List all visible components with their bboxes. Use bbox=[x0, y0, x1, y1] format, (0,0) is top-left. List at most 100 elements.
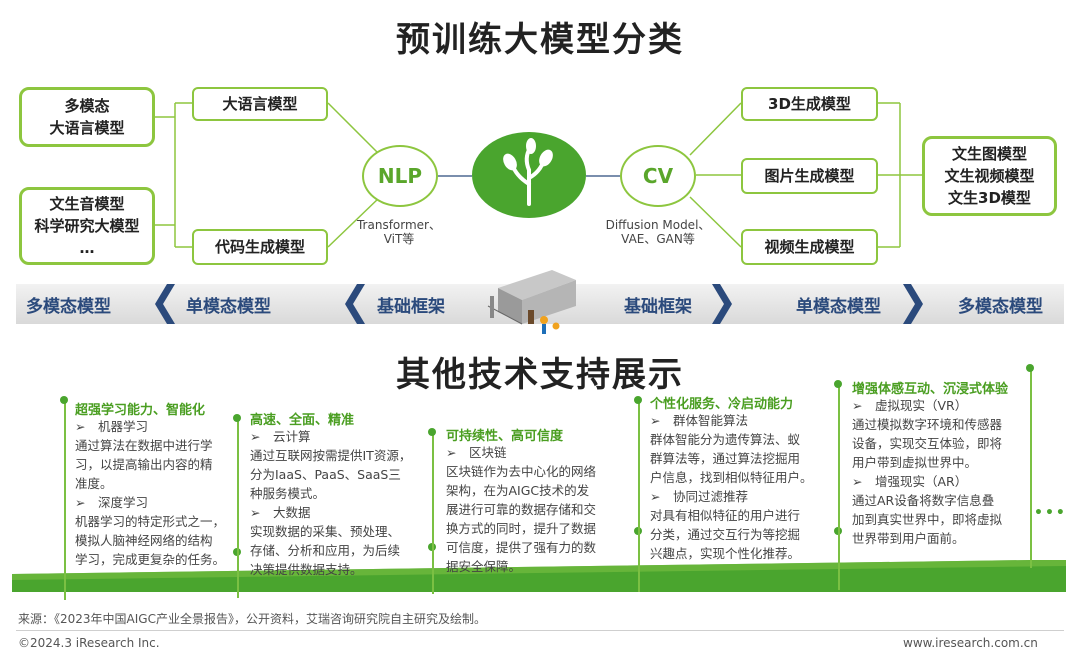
video-gen-box: 视频生成模型 bbox=[741, 229, 878, 265]
multimodal-llm-box: 多模态大语言模型 bbox=[19, 87, 155, 147]
chevron-right-icon bbox=[712, 284, 732, 324]
vr-ar-column-title: 增强体感互动、沉浸式体验 bbox=[852, 382, 1009, 397]
blockchain-column-title: 可持续性、高可信度 bbox=[446, 429, 564, 444]
text-line: 区块链作为去中心化的网络 bbox=[446, 464, 597, 479]
copyright: ©2024.3 iResearch Inc. bbox=[18, 636, 160, 650]
text-to-video-line: 文生视频模型 bbox=[944, 167, 1035, 185]
text-to-audio-science-box: 文生音模型科学研究大模型 … bbox=[19, 187, 155, 265]
text-line: 分为IaaS、PaaS、SaaS三 bbox=[250, 467, 401, 482]
website-link[interactable]: www.iresearch.com.cn bbox=[903, 636, 1038, 650]
text-line: 决策提供数据支持。 bbox=[250, 562, 363, 577]
text-line: 据安全保障。 bbox=[446, 559, 522, 574]
text-line: 准度。 bbox=[75, 476, 113, 491]
code-gen-box: 代码生成模型 bbox=[192, 229, 328, 265]
stage-dot bbox=[428, 428, 436, 436]
text-to-3d-line: 文生3D模型 bbox=[948, 189, 1031, 207]
stage-dot bbox=[1026, 364, 1034, 372]
text-line: ➢ 增强现实（AR） bbox=[852, 474, 968, 489]
band-left-single: 单模态模型 bbox=[186, 297, 271, 317]
cloud-column-text: ➢ 云计算 通过互联网按需提供IT资源， 分为IaaS、PaaS、SaaS三 种… bbox=[250, 427, 428, 579]
green-ground bbox=[12, 560, 1066, 592]
cv-note-line1: Diffusion Model、 bbox=[605, 218, 711, 232]
bottom-title: 其他技术支持展示 bbox=[396, 355, 684, 395]
text-line: 群体智能分为遗传算法、蚁 bbox=[650, 432, 801, 447]
text-line: 学习，完成更复杂的任务。 bbox=[75, 552, 226, 567]
connector-lines bbox=[155, 102, 922, 248]
text-line: ➢ 协同过滤推荐 bbox=[650, 489, 748, 504]
stage-dot bbox=[834, 380, 842, 388]
stage-line bbox=[638, 400, 640, 592]
text-line: 机器学习的特定形式之一， bbox=[75, 514, 226, 529]
text-to-image-line: 文生图模型 bbox=[951, 145, 1027, 163]
nlp-note-line2: ViT等 bbox=[383, 232, 415, 246]
chevron-left-icon bbox=[345, 284, 365, 324]
science-model-line: 科学研究大模型 bbox=[34, 217, 140, 235]
diagram-title: 预训练大模型分类 bbox=[396, 20, 684, 60]
text-line: 可信度，提供了强有力的数 bbox=[446, 540, 597, 555]
band-left-multimodal: 多模态模型 bbox=[26, 297, 111, 317]
source-note: 来源：《2023年中国AIGC产业全景报告》，公开资料，艾瑞咨询研究院自主研究及… bbox=[18, 612, 486, 626]
text-line: 兴趣点，实现个性化推荐。 bbox=[650, 546, 801, 561]
nlp-circle: NLP bbox=[362, 145, 438, 207]
cv-circle: CV bbox=[620, 145, 696, 207]
stage-dot bbox=[60, 396, 68, 404]
band-right-foundation: 基础框架 bbox=[624, 297, 692, 317]
text-line: 存储、分析和应用，为后续 bbox=[250, 543, 401, 558]
image-gen-box: 图片生成模型 bbox=[741, 158, 878, 194]
band-right-single: 单模态模型 bbox=[796, 297, 881, 317]
text-line: ➢ 群体智能算法 bbox=[650, 413, 748, 428]
text-line: ➢ 云计算 bbox=[250, 429, 311, 444]
chevron-right-icon bbox=[903, 284, 923, 324]
footer-divider bbox=[16, 630, 1064, 631]
text-line: 加到真实世界中，即将虚拟 bbox=[852, 512, 1003, 527]
multimodal-llm-line1: 多模态 bbox=[64, 97, 110, 115]
recommendation-column-text: ➢ 群体智能算法 群体智能分为遗传算法、蚁 群算法等，通过算法挖掘用 户信息，找… bbox=[650, 411, 828, 563]
ellipsis-line: … bbox=[79, 239, 95, 257]
cloud-column-title: 高速、全面、精准 bbox=[250, 413, 355, 428]
text-line: ➢ 虚拟现实（VR） bbox=[852, 398, 968, 413]
text-line: ➢ 机器学习 bbox=[75, 419, 148, 434]
ml-column-text: ➢ 机器学习 通过算法在数据中进行学 习，以提高输出内容的精 准度。 ➢ 深度学… bbox=[75, 417, 235, 569]
stage-dot bbox=[634, 396, 642, 404]
stage-line bbox=[237, 418, 239, 598]
text-line: 种服务模式。 bbox=[250, 486, 326, 501]
text-line: 群算法等，通过算法挖掘用 bbox=[650, 451, 801, 466]
text-line: 换方式的同时，提升了数据 bbox=[446, 521, 597, 536]
band-left-foundation: 基础框架 bbox=[377, 297, 445, 317]
blockchain-column-text: ➢ 区块链 区块链作为去中心化的网络 架构，在为AIGC技术的发 展进行可靠的数… bbox=[446, 443, 622, 576]
stage-line bbox=[432, 432, 434, 594]
more-ellipsis: ••• bbox=[1034, 505, 1067, 521]
chevron-left-icon bbox=[155, 284, 175, 324]
text-line: 分类，通过交互行为等挖掘 bbox=[650, 527, 801, 542]
text-to-audio-line: 文生音模型 bbox=[49, 195, 125, 213]
text-line: 用户带到虚拟世界中。 bbox=[852, 455, 978, 470]
stage-line bbox=[64, 400, 66, 600]
vr-ar-column-text: ➢ 虚拟现实（VR） 通过模拟数字环境和传感器 设备，实现交互体验，即将 用户带… bbox=[852, 396, 1030, 548]
text-line: 对具有相似特征的用户进行 bbox=[650, 508, 801, 523]
text-line: 实现数据的采集、预处理、 bbox=[250, 524, 401, 539]
text-to-media-box: 文生图模型文生视频模型文生3D模型 bbox=[922, 136, 1057, 216]
text-line: 通过AR设备将数字信息叠 bbox=[852, 493, 995, 508]
stage-line bbox=[1030, 368, 1032, 568]
cv-note-line2: VAE、GAN等 bbox=[621, 232, 695, 246]
nlp-note-line1: Transformer、 bbox=[356, 218, 441, 232]
band-right-multimodal: 多模态模型 bbox=[958, 297, 1043, 317]
text-line: 设备，实现交互体验，即将 bbox=[852, 436, 1003, 451]
cv-note: Diffusion Model、 VAE、GAN等 bbox=[596, 218, 720, 246]
text-line: 架构，在为AIGC技术的发 bbox=[446, 483, 590, 498]
text-line: 通过模拟数字环境和传感器 bbox=[852, 417, 1003, 432]
multimodal-llm-line2: 大语言模型 bbox=[49, 119, 125, 137]
plant-sprout-icon bbox=[472, 132, 586, 218]
stage-line bbox=[838, 384, 840, 590]
text-line: 模拟人脑神经网络的结构 bbox=[75, 533, 213, 548]
text-line: ➢ 区块链 bbox=[446, 445, 507, 460]
text-line: 习，以提高输出内容的精 bbox=[75, 457, 213, 472]
3d-gen-box: 3D生成模型 bbox=[741, 87, 878, 121]
stage-dot bbox=[233, 414, 241, 422]
factory-illustration bbox=[487, 270, 576, 334]
text-line: 展进行可靠的数据存储和交 bbox=[446, 502, 597, 517]
ml-column-title: 超强学习能力、智能化 bbox=[75, 403, 206, 418]
text-line: 户信息，找到相似特征用户。 bbox=[650, 470, 813, 485]
text-line: ➢ 大数据 bbox=[250, 505, 311, 520]
text-line: 通过算法在数据中进行学 bbox=[75, 438, 213, 453]
